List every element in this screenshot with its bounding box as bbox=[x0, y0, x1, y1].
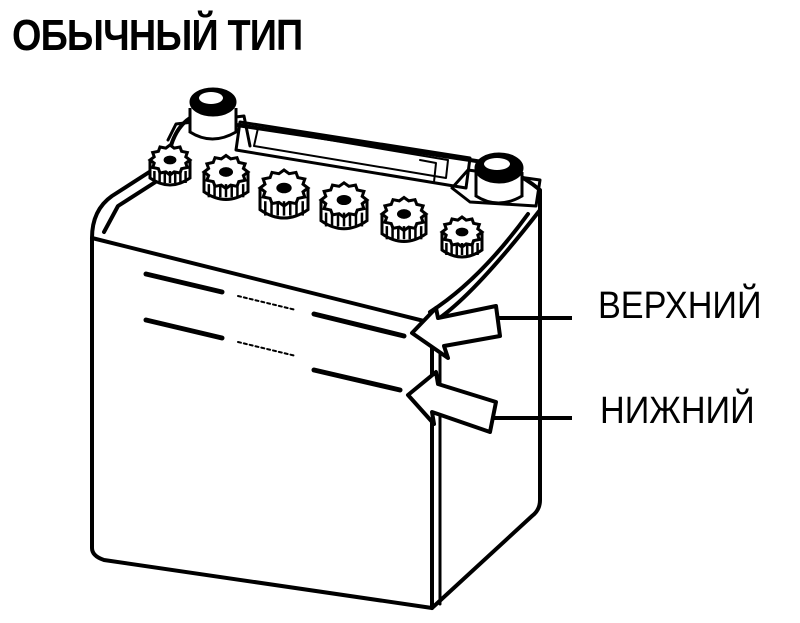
upper-level-line bbox=[143, 271, 225, 295]
vent-cap-icon bbox=[201, 153, 251, 201]
upper-level-label: ВЕРХНИЙ bbox=[598, 285, 762, 327]
lower-level-label: НИЖНИЙ bbox=[600, 390, 755, 432]
battery-front-face bbox=[90, 236, 434, 610]
vent-cap-icon bbox=[257, 168, 311, 220]
upper-arrow-icon bbox=[410, 304, 502, 360]
vent-cap-icon bbox=[439, 215, 485, 259]
lower-level-line bbox=[143, 317, 225, 341]
top-label-plate bbox=[234, 120, 472, 190]
diagram-title: ОБЫЧНЫЙ ТИП bbox=[12, 11, 303, 60]
battery-side-face bbox=[430, 208, 542, 610]
vent-cap-icon bbox=[147, 143, 193, 187]
vent-cap-icon bbox=[379, 195, 429, 243]
terminal-left bbox=[188, 87, 238, 141]
lower-arrow-icon bbox=[406, 370, 498, 434]
vent-cap-icon bbox=[318, 180, 370, 231]
terminal-right bbox=[474, 152, 524, 205]
